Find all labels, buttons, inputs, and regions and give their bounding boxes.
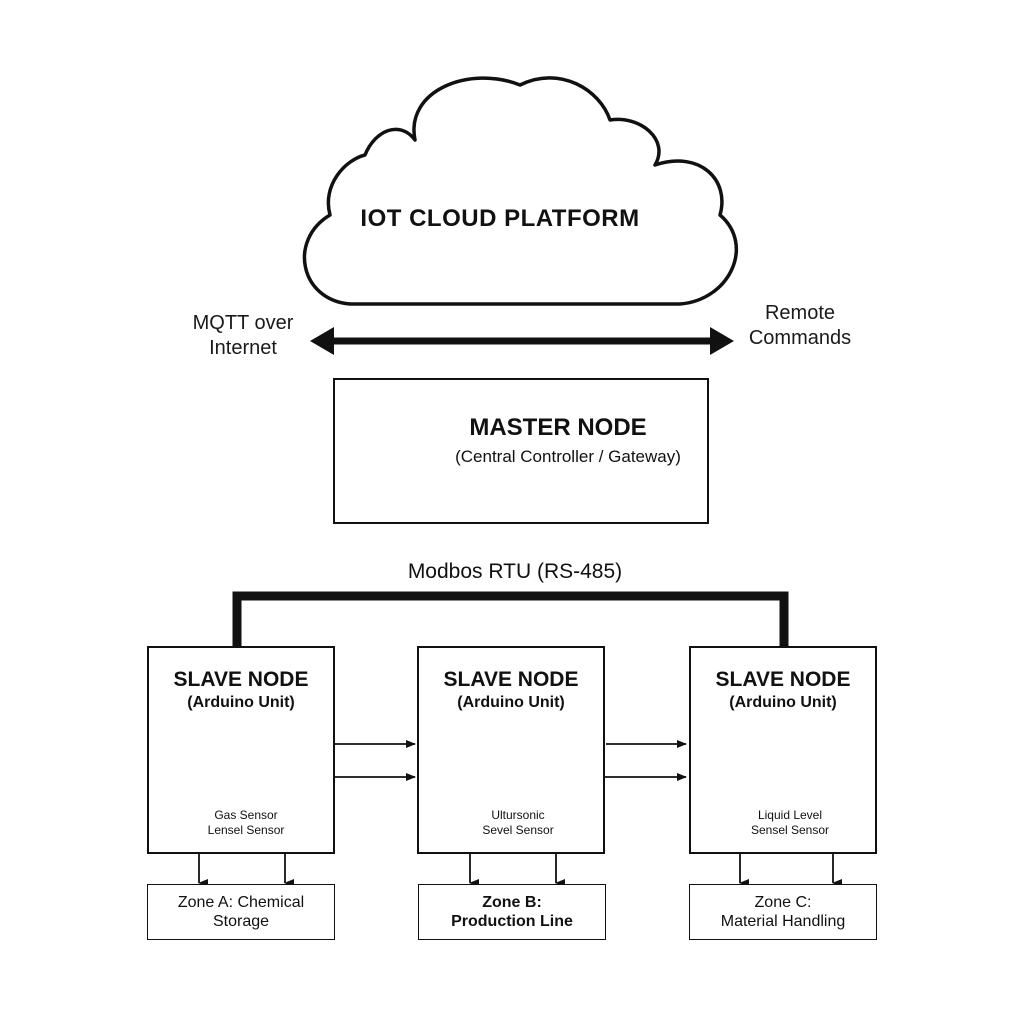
mqtt-double-arrow bbox=[310, 327, 734, 355]
zone-b-line-1: Zone B: bbox=[482, 894, 542, 911]
bus-label: Modbos RTU (RS-485) bbox=[407, 560, 623, 583]
zone-a-line-1: Zone A: Chemical Storage bbox=[177, 894, 305, 930]
slave-node-1 bbox=[147, 646, 335, 854]
zone-c-box: Zone C: Material Handling bbox=[689, 884, 877, 940]
slave-node-2 bbox=[417, 646, 605, 854]
slave-node-3 bbox=[689, 646, 877, 854]
zone-c-label: Zone C: Material Handling bbox=[721, 893, 846, 931]
slave-node-1-subtitle: (Arduino Unit) bbox=[187, 694, 295, 711]
cpu-label: CPU bbox=[374, 440, 406, 457]
zone-b-label: Zone B: Production Line bbox=[451, 893, 573, 931]
slave-node-2-subtitle: (Arduino Unit) bbox=[457, 694, 565, 711]
slave-node-1-title: SLAVE NODE bbox=[173, 668, 309, 691]
master-node-title: MASTER NODE bbox=[469, 414, 647, 441]
slave-node-3-subtitle: (Arduino Unit) bbox=[729, 694, 837, 711]
zone-a-label: Zone A: Chemical Storage bbox=[148, 893, 334, 931]
zone-down-arrows bbox=[198, 854, 842, 887]
zone-c-line-2: Material Handling bbox=[720, 913, 846, 930]
zone-b-box: Zone B: Production Line bbox=[418, 884, 606, 940]
zone-c-line-1: Zone C: bbox=[754, 894, 812, 911]
cloud-title: IOT CLOUD PLATFORM bbox=[360, 205, 640, 232]
zone-b-line-2: Production Line bbox=[451, 913, 573, 930]
master-node-box bbox=[333, 378, 709, 524]
slave-node-2-title: SLAVE NODE bbox=[443, 668, 579, 691]
master-node-subtitle: (Central Controller / Gateway) bbox=[455, 447, 681, 466]
slave-node-3-title: SLAVE NODE bbox=[715, 668, 851, 691]
cloud-shape bbox=[302, 76, 739, 306]
modbus-bus-line bbox=[232, 591, 789, 646]
zone-a-box: Zone A: Chemical Storage bbox=[147, 884, 335, 940]
